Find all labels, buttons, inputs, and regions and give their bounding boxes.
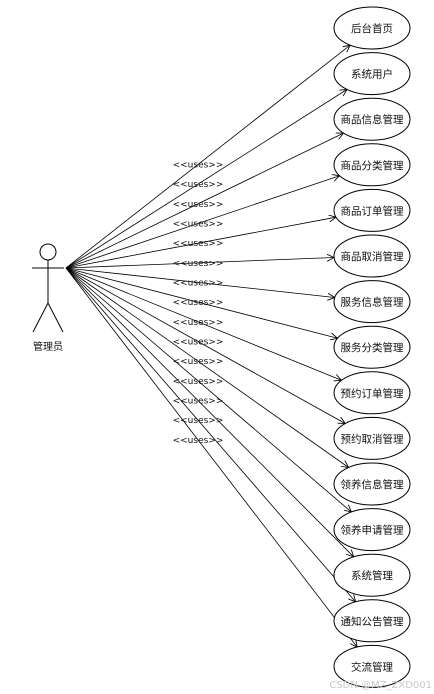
use-case-ellipse xyxy=(333,599,411,643)
association-line xyxy=(65,217,336,269)
uses-stereotype-label: <<uses>> xyxy=(173,416,224,426)
use-case: 商品取消管理 xyxy=(333,234,411,278)
use-case-label: 商品取消管理 xyxy=(341,250,404,263)
use-case: 交流管理 xyxy=(333,644,411,688)
use-case: 商品订单管理 xyxy=(333,188,411,232)
use-case-label: 商品分类管理 xyxy=(341,159,404,172)
use-case-ellipse xyxy=(333,234,411,278)
actor-leg-right xyxy=(47,302,64,333)
association-links: <<uses>> <<uses>> <<uses>> <<uses>> <<uses>>… xyxy=(65,45,357,647)
use-case: 系统用户 xyxy=(333,52,411,96)
association-line xyxy=(65,267,351,512)
use-case-ellipse xyxy=(333,508,411,552)
use-case-list: 后台首页系统用户商品信息管理商品分类管理商品订单管理商品取消管理服务信息管理服务… xyxy=(333,6,411,688)
use-case-label: 通知公告管理 xyxy=(341,615,404,628)
use-case-label: 领养信息管理 xyxy=(341,478,404,491)
uses-stereotype-label: <<uses>> xyxy=(173,200,224,210)
use-case: 通知公告管理 xyxy=(333,599,411,643)
uses-stereotype-label: <<uses>> xyxy=(173,397,224,407)
uses-stereotype-label: <<uses>> xyxy=(173,161,224,171)
uses-stereotype-label: <<uses>> xyxy=(173,259,224,269)
use-case: 预约取消管理 xyxy=(333,416,411,460)
association-line xyxy=(65,89,347,269)
use-case: 商品信息管理 xyxy=(333,97,411,141)
use-case: 服务信息管理 xyxy=(333,280,411,324)
uses-stereotype-label: <<uses>> xyxy=(173,377,224,387)
use-case-ellipse xyxy=(333,143,411,187)
use-case: 预约订单管理 xyxy=(333,371,411,415)
uses-stereotype-label: <<uses>> xyxy=(173,338,224,348)
use-case-label: 领养申请管理 xyxy=(341,524,404,537)
actor-leg-left xyxy=(32,302,49,333)
association-line xyxy=(65,176,340,269)
use-case-label: 服务信息管理 xyxy=(341,296,404,309)
use-case: 后台首页 xyxy=(333,6,411,50)
use-case-label: 预约订单管理 xyxy=(341,387,404,400)
association-line xyxy=(65,267,356,602)
use-case-ellipse xyxy=(333,325,411,369)
use-case-label: 交流管理 xyxy=(351,660,393,673)
uses-stereotype-label: <<uses>> xyxy=(173,298,224,308)
use-case-ellipse xyxy=(333,553,411,597)
association-line xyxy=(65,267,357,647)
actor-admin: 管理员 xyxy=(32,243,64,353)
uses-stereotype-label: <<uses>> xyxy=(173,180,224,190)
use-case-label: 服务分类管理 xyxy=(341,341,404,354)
uses-stereotype-label: <<uses>> xyxy=(173,279,224,289)
association-line xyxy=(65,267,354,557)
uses-stereotype-label: <<uses>> xyxy=(173,239,224,249)
use-case-ellipse xyxy=(333,462,411,506)
use-case-label: 系统管理 xyxy=(351,569,393,582)
actor-head xyxy=(39,243,57,261)
use-case: 系统管理 xyxy=(333,553,411,597)
use-case-ellipse xyxy=(333,280,411,324)
association-line xyxy=(65,133,344,269)
use-case-ellipse xyxy=(333,416,411,460)
association-line xyxy=(65,258,334,269)
use-case-label: 预约取消管理 xyxy=(341,432,404,445)
watermark: CSDN @MZ_ZXD001 xyxy=(329,680,432,691)
uses-stereotype-label: <<uses>> xyxy=(173,436,224,446)
use-case: 商品分类管理 xyxy=(333,143,411,187)
use-case: 领养申请管理 xyxy=(333,508,411,552)
use-case: 领养信息管理 xyxy=(333,462,411,506)
uses-stereotype-label: <<uses>> xyxy=(173,220,224,230)
association-line xyxy=(65,267,345,424)
use-case-ellipse xyxy=(333,6,411,50)
uses-stereotype-label: <<uses>> xyxy=(173,318,224,328)
use-case-ellipse xyxy=(333,188,411,232)
use-case-label: 系统用户 xyxy=(351,68,393,81)
association-line xyxy=(65,267,349,468)
association-line xyxy=(65,267,338,338)
use-case-label: 商品订单管理 xyxy=(341,204,404,217)
use-case-ellipse xyxy=(333,644,411,688)
use-case-label: 商品信息管理 xyxy=(341,113,404,126)
use-case-ellipse xyxy=(333,52,411,96)
use-case-ellipse xyxy=(333,371,411,415)
association-line xyxy=(65,267,335,298)
use-case-ellipse xyxy=(333,97,411,141)
use-case-label: 后台首页 xyxy=(351,22,393,35)
actor-label: 管理员 xyxy=(33,340,63,353)
association-line xyxy=(65,45,350,269)
association-line xyxy=(65,267,341,380)
uses-stereotype-label: <<uses>> xyxy=(173,357,224,367)
use-case: 服务分类管理 xyxy=(333,325,411,369)
